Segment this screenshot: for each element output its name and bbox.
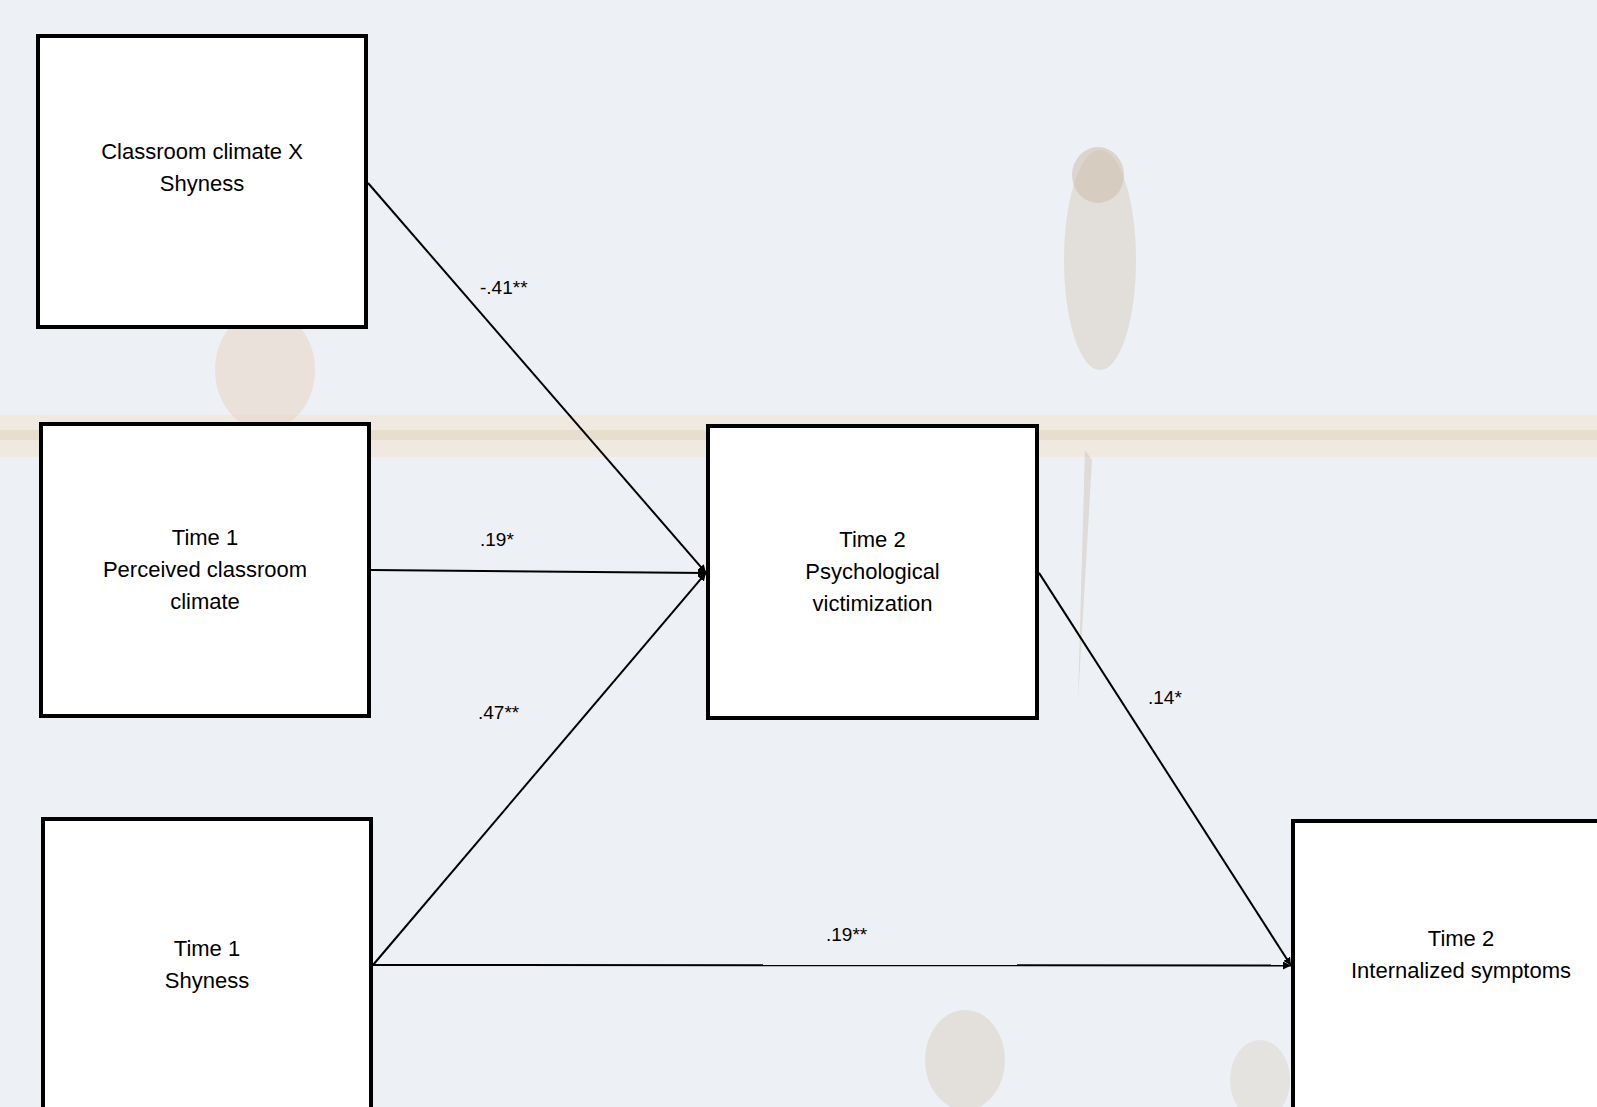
path-arrow (371, 570, 706, 573)
path-arrow (373, 964, 1291, 967)
path-coefficient: .14* (1146, 687, 1184, 709)
path-coefficient: .19* (478, 529, 516, 551)
path-coefficient: .47** (476, 702, 521, 724)
node-text: Internalized symptoms (1351, 955, 1571, 987)
mediator-box: Time 2Psychological victimization (706, 424, 1039, 720)
path-coefficient: .19** (824, 924, 869, 946)
swallow-head (1072, 147, 1124, 203)
node-text: Shyness (165, 965, 249, 997)
path-coefficient: -.41** (478, 277, 530, 299)
node-text: Psychological victimization (748, 556, 998, 620)
swallow-tail (1078, 450, 1092, 700)
path-arrow (373, 573, 706, 965)
time-heading: Time 2 (839, 524, 905, 556)
node-text: Classroom climate X Shyness (77, 136, 327, 200)
node-text: Perceived classroom climate (80, 554, 330, 618)
time-heading: Time 1 (174, 933, 240, 965)
swallow-silhouette (1230, 1040, 1290, 1107)
predictor-box: Time 1Shyness (41, 817, 373, 1107)
predictor-box: Time 1Perceived classroom climate (39, 422, 371, 718)
outcome-box: Time 2Internalized symptoms (1291, 819, 1597, 1107)
path-arrow (368, 183, 706, 573)
path-arrow (1039, 573, 1291, 966)
time-heading: Time 2 (1428, 923, 1494, 955)
interaction-box: Classroom climate X Shyness (36, 34, 368, 329)
swallow-silhouette (925, 1010, 1005, 1107)
time-heading: Time 1 (172, 522, 238, 554)
